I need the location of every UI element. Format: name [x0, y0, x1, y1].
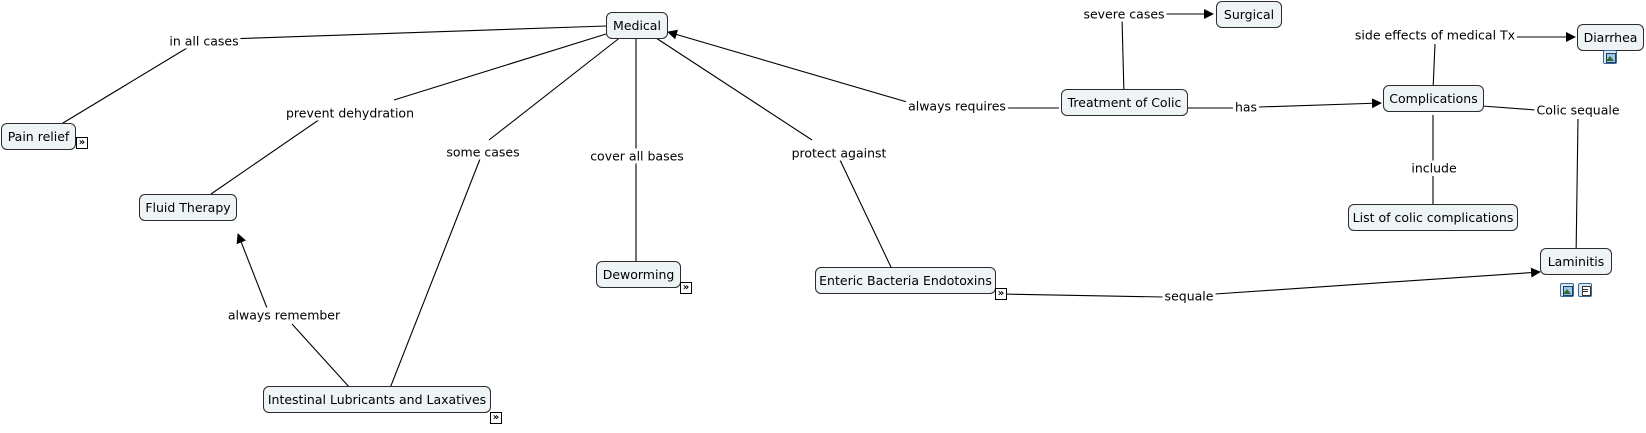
node-laminitis[interactable]: Laminitis — [1540, 248, 1612, 275]
edge — [57, 47, 188, 127]
edge — [226, 25, 607, 40]
edge — [393, 33, 607, 101]
link-label-has: has — [1232, 99, 1260, 115]
edge — [1000, 293, 1164, 298]
edge — [652, 35, 813, 141]
link-label-in-all-cases: in all cases — [167, 33, 241, 49]
link-label-cover-all-bases: cover all bases — [588, 148, 686, 164]
image-icon[interactable] — [1603, 50, 1617, 64]
chevron-double-right-icon[interactable]: » — [680, 282, 692, 294]
node-complications[interactable]: Complications — [1383, 85, 1484, 112]
edge — [1432, 43, 1436, 91]
edge — [1575, 118, 1579, 260]
link-label-always-remember: always remember — [225, 307, 343, 323]
link-label-sequale: sequale — [1162, 288, 1216, 304]
link-label-severe-cases: severe cases — [1081, 6, 1167, 22]
edge — [488, 35, 623, 141]
chevron-double-right-icon[interactable]: » — [995, 288, 1007, 300]
edge — [667, 29, 908, 103]
node-treatment-of-colic[interactable]: Treatment of Colic — [1061, 89, 1188, 116]
link-label-include: include — [1409, 160, 1459, 176]
edge — [382, 153, 483, 407]
edge — [1214, 267, 1541, 295]
edge — [210, 116, 324, 195]
link-label-colic-sequale: Colic sequale — [1534, 102, 1622, 118]
node-diarrhea[interactable]: Diarrhea — [1577, 24, 1644, 51]
edge — [1481, 105, 1537, 111]
node-list-of-colic-complications[interactable]: List of colic complications — [1348, 204, 1518, 231]
link-label-side-effects-of-medical-tx: side effects of medical Tx — [1352, 27, 1518, 43]
node-fluid-therapy[interactable]: Fluid Therapy — [139, 194, 237, 221]
chevron-double-right-icon[interactable]: » — [490, 412, 502, 424]
chevron-double-right-icon[interactable]: » — [76, 137, 88, 149]
edge — [839, 159, 901, 287]
link-label-protect-against: protect against — [789, 145, 889, 161]
edge — [1258, 98, 1382, 109]
image-icon[interactable] — [1560, 283, 1574, 297]
link-label-prevent-dehydration: prevent dehydration — [284, 105, 416, 121]
node-surgical[interactable]: Surgical — [1216, 1, 1282, 28]
document-icon[interactable] — [1578, 283, 1592, 297]
link-label-always-requires: always requires — [906, 98, 1008, 114]
node-medical[interactable]: Medical — [606, 12, 668, 39]
node-pain-relief[interactable]: Pain relief — [1, 123, 76, 150]
node-intestinal-lubricants-and-laxatives[interactable]: Intestinal Lubricants and Laxatives — [263, 386, 491, 413]
link-label-some-cases: some cases — [444, 144, 522, 160]
node-enteric-bacteria-endotoxins[interactable]: Enteric Bacteria Endotoxins — [815, 267, 996, 294]
edge — [1121, 17, 1125, 96]
edge — [236, 233, 268, 309]
node-deworming[interactable]: Deworming — [596, 261, 681, 288]
